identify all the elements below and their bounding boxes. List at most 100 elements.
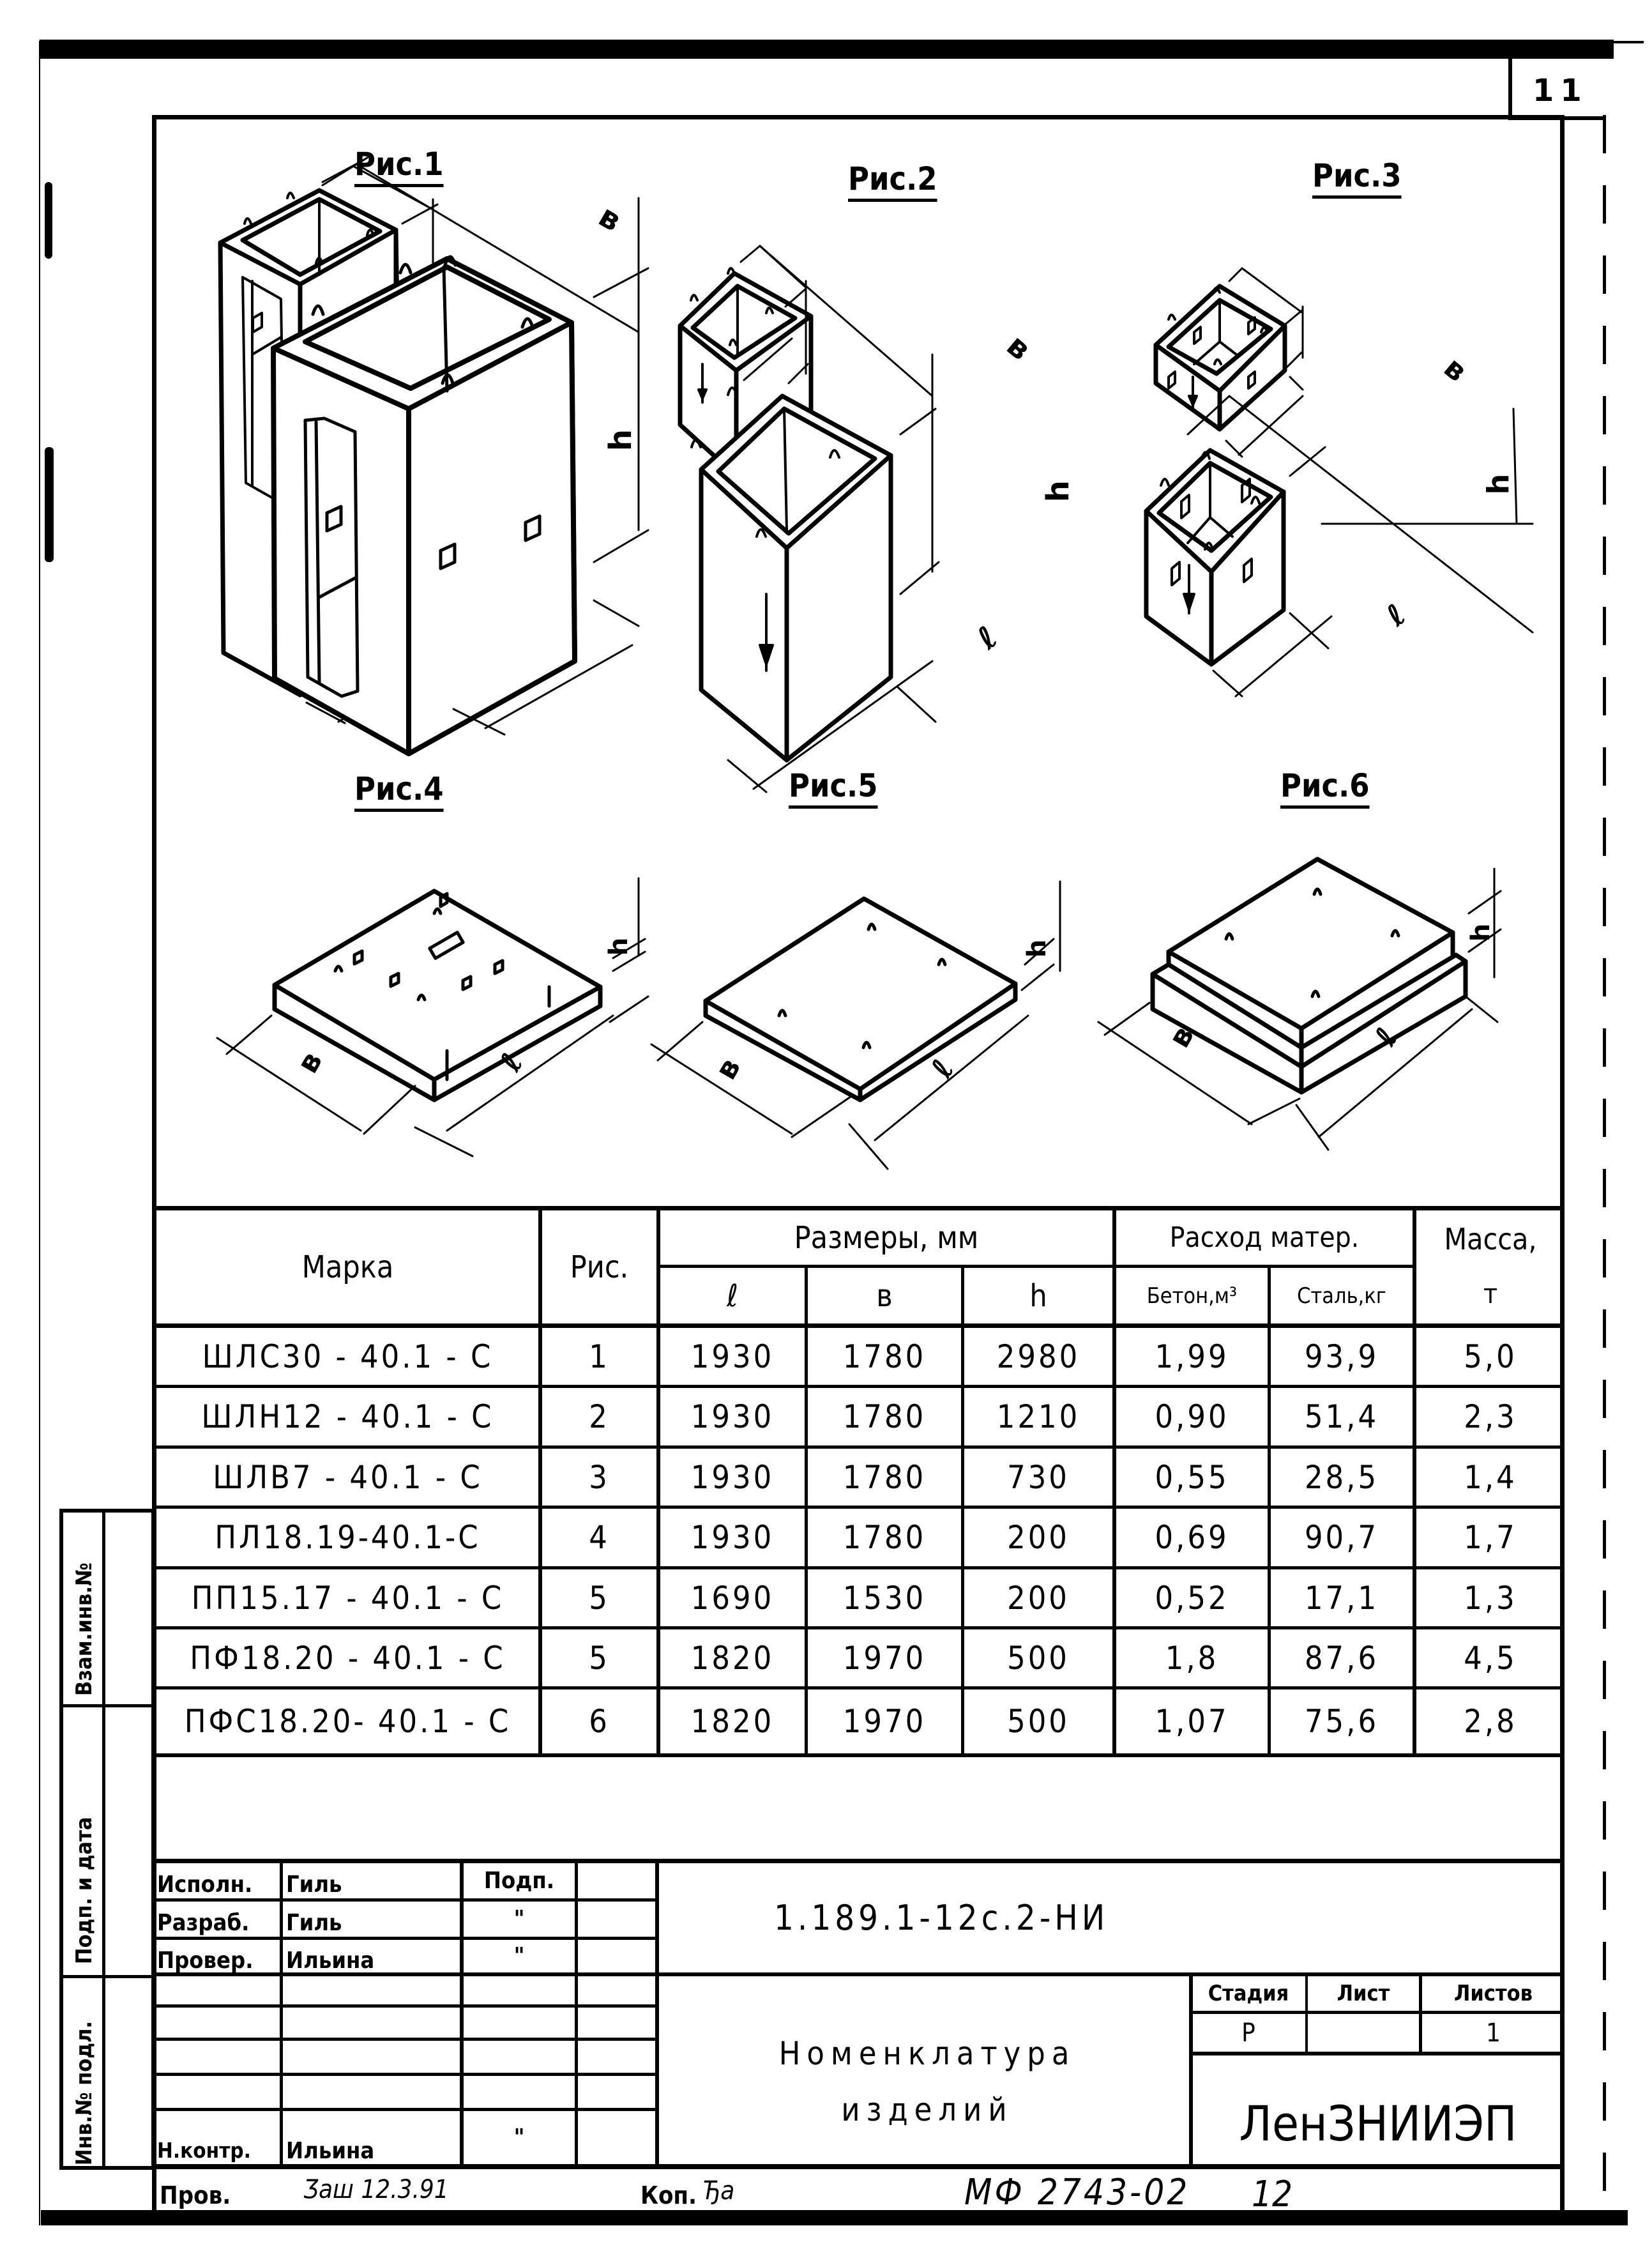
cell-b: 1780: [842, 1398, 927, 1435]
row-line: [153, 1626, 1565, 1629]
header-mark: Марка: [301, 1249, 394, 1285]
col-line: [961, 1266, 964, 1755]
sheets-label: Листов: [1453, 1981, 1533, 2006]
organization-name: ЛенЗНИИЭП: [1239, 2094, 1517, 2152]
cell-concrete: 0,90: [1155, 1398, 1229, 1435]
stage-label: Стадия: [1208, 1981, 1289, 2006]
stage-header-line: [1189, 2011, 1565, 2014]
table-header-bottom: [153, 1323, 1565, 1328]
cell-steel: 75,6: [1304, 1703, 1379, 1740]
cell-steel: 90,7: [1304, 1519, 1379, 1556]
fig4-dim-h: h: [604, 937, 634, 956]
cell-b: 1530: [842, 1579, 927, 1617]
stage-block-left-line: [1189, 1972, 1193, 2168]
trim-line: [1603, 115, 1606, 2223]
tb-row-line: [153, 2004, 658, 2008]
tb-row-line: [153, 1972, 658, 1976]
header-b: в: [876, 1277, 893, 1314]
tb-sign: ": [513, 1906, 525, 1932]
figure-4-title: Рис.4: [354, 770, 444, 807]
tb-sign: ": [513, 2124, 525, 2151]
copied-label: Коп.: [640, 2181, 697, 2209]
cell-l: 1930: [690, 1398, 775, 1435]
figures-bottom-row: [216, 857, 1502, 1170]
cell-l: 1930: [690, 1519, 775, 1556]
row-line: [153, 1566, 1565, 1569]
cell-b: 1970: [842, 1639, 927, 1677]
figures-top-row: [271, 156, 1534, 793]
cell-mark: ПФС18.20- 40.1 - С: [184, 1703, 512, 1740]
main-frame: [152, 115, 1565, 2210]
table-header-split: [658, 1265, 1414, 1268]
sheets-value: 1: [1486, 2018, 1501, 2048]
col-line: [805, 1266, 808, 1755]
cell-b: 1780: [842, 1338, 927, 1375]
tb-row-line: [153, 2108, 658, 2111]
cell-h: 200: [1007, 1519, 1070, 1556]
tb-role: Н.контр.: [157, 2138, 251, 2163]
side-label-replacement-inv: Взам.инв.№: [72, 1562, 97, 1696]
row-line: [153, 1385, 1565, 1388]
header-steel: Сталь,кг: [1297, 1283, 1386, 1309]
col-line: [1268, 1266, 1271, 1755]
checked-signature: Ӡаш 12.3.91: [303, 2175, 449, 2204]
figure-6-title: Рис.6: [1280, 767, 1370, 804]
archive-code: МФ 2743-02: [964, 2172, 1190, 2213]
fig6-dim-h: h: [1466, 923, 1496, 942]
tb-role: Разраб.: [157, 1910, 250, 1936]
cell-steel: 93,9: [1304, 1338, 1379, 1375]
cell-mass: 1,7: [1464, 1519, 1517, 1556]
tb-row-line: [153, 2073, 658, 2076]
checked-label: Пров.: [160, 2181, 231, 2209]
side-label-signature-date: Подп. и дата: [72, 1817, 97, 1965]
tb-name: Ильина: [286, 2138, 375, 2164]
cell-h: 2980: [996, 1338, 1080, 1375]
cell-mass: 2,3: [1464, 1398, 1517, 1435]
cell-h: 730: [1007, 1458, 1070, 1496]
archive-page: 12: [1252, 2174, 1293, 2215]
cell-mark: ШЛВ7 - 40.1 - С: [213, 1458, 483, 1496]
cell-h: 1210: [996, 1398, 1080, 1435]
tb-name: Гиль: [286, 1872, 342, 1898]
figure-3-drawing: [1153, 267, 1304, 458]
bottom-border-bar: [41, 2210, 1628, 2225]
cell-concrete: 0,52: [1155, 1579, 1229, 1617]
header-concrete: Бетон,м³: [1146, 1283, 1238, 1309]
cell-fig: 6: [589, 1703, 610, 1740]
header-l: ℓ: [727, 1277, 738, 1314]
header-fig: Рис.: [570, 1249, 629, 1285]
row-line: [153, 1445, 1565, 1449]
side-stamp-frame: [59, 1509, 155, 2170]
tb-role: Провер.: [157, 1948, 254, 1974]
header-mass-unit: т: [1483, 1277, 1497, 1309]
header-materials: Расход матер.: [1169, 1221, 1360, 1254]
title-block-bottom-line: [153, 2164, 1565, 2169]
tb-name: Ильина: [286, 1948, 375, 1974]
outer-left-line: [39, 41, 40, 2225]
sheet-title-line1: Номенклатура: [778, 2035, 1076, 2072]
cell-l: 1930: [690, 1458, 775, 1496]
tb-row-line: [153, 1937, 658, 1940]
row-line: [153, 1686, 1565, 1689]
cell-fig: 5: [589, 1639, 610, 1677]
binding-edge-mark: [45, 182, 52, 259]
cell-fig: 5: [589, 1579, 610, 1617]
stage-col-line: [1305, 1976, 1308, 2053]
cell-fig: 2: [589, 1398, 610, 1435]
cell-steel: 28,5: [1304, 1458, 1379, 1496]
cell-mark: ПЛ18.19-40.1-С: [215, 1519, 481, 1556]
tb-row-line: [153, 2038, 658, 2041]
fig5-dim-h: h: [1022, 939, 1052, 958]
cell-mass: 2,8: [1464, 1703, 1517, 1740]
cell-mark: ШЛН12 - 40.1 - С: [201, 1398, 494, 1435]
cell-steel: 87,6: [1304, 1639, 1379, 1677]
cell-l: 1820: [690, 1703, 775, 1740]
figure-3-title: Рис.3: [1312, 157, 1402, 194]
sheet-label: Лист: [1337, 1981, 1390, 2006]
cell-fig: 3: [589, 1458, 610, 1496]
header-dimensions: Размеры, мм: [794, 1219, 979, 1256]
corner-sheet-number: 11: [1533, 73, 1588, 109]
title-block-mid-line: [658, 1972, 1565, 1976]
cell-concrete: 1,07: [1155, 1703, 1229, 1740]
title-block-top-line: [153, 1859, 1565, 1863]
